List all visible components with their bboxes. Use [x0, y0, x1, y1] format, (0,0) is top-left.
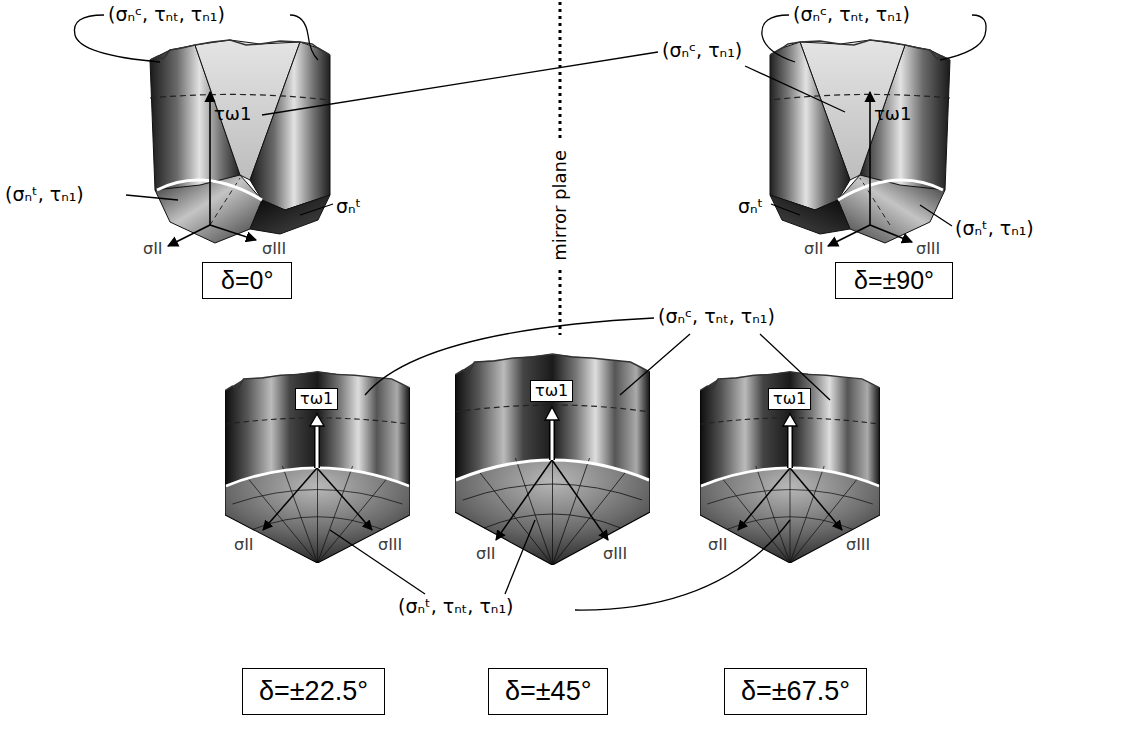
axis-label: σIII — [603, 545, 627, 563]
label-text: σₙᵗ — [738, 196, 763, 218]
label-text: τω1 — [214, 104, 251, 125]
angle-text: δ=±22.5° — [259, 676, 368, 707]
axis-label-box: τω1 — [530, 380, 573, 402]
axis-label: σIII — [378, 536, 402, 554]
axis-label: σII — [804, 240, 824, 258]
axis-label: σIII — [262, 240, 286, 258]
axis-label: σII — [708, 536, 728, 554]
angle-box: δ=±90° — [835, 262, 953, 299]
label-text: (σₙᵗ, τₙ₁) — [5, 184, 84, 206]
label-text: (σₙᵗ, τₙₜ, τₙ₁) — [398, 596, 513, 618]
angle-box: δ=0° — [202, 262, 292, 299]
label-text: (σₙᶜ, τₙ₁) — [662, 40, 742, 62]
label-text: (σₙᶜ, τₙₜ, τₙ₁) — [793, 4, 910, 26]
axis-label: σII — [476, 545, 496, 563]
angle-box: δ=±45° — [488, 668, 608, 715]
axis-label-box: τω1 — [768, 388, 811, 410]
angle-box: δ=±22.5° — [242, 668, 385, 715]
axis-label: σII — [143, 240, 163, 258]
label-text: (σₙᶜ, τₙₜ, τₙ₁) — [108, 4, 225, 26]
axis-label: σII — [234, 536, 254, 554]
angle-text: δ=±45° — [505, 676, 591, 707]
angle-text: δ=±67.5° — [741, 676, 850, 707]
angle-text: δ=±90° — [854, 266, 934, 295]
label-text: σₙᵗ — [336, 196, 361, 218]
axis-label-box: τω1 — [295, 388, 338, 410]
angle-text: δ=0° — [221, 266, 273, 295]
label-text: (σₙᵗ, τₙ₁) — [955, 218, 1034, 240]
mirror-plane-label: mirror plane — [550, 150, 571, 261]
label-text: τω1 — [874, 104, 911, 125]
label-text: (σₙᶜ, τₙₜ, τₙ₁) — [658, 306, 775, 328]
axis-label: σIII — [916, 240, 940, 258]
axis-label: σIII — [846, 536, 870, 554]
angle-box: δ=±67.5° — [724, 668, 867, 715]
